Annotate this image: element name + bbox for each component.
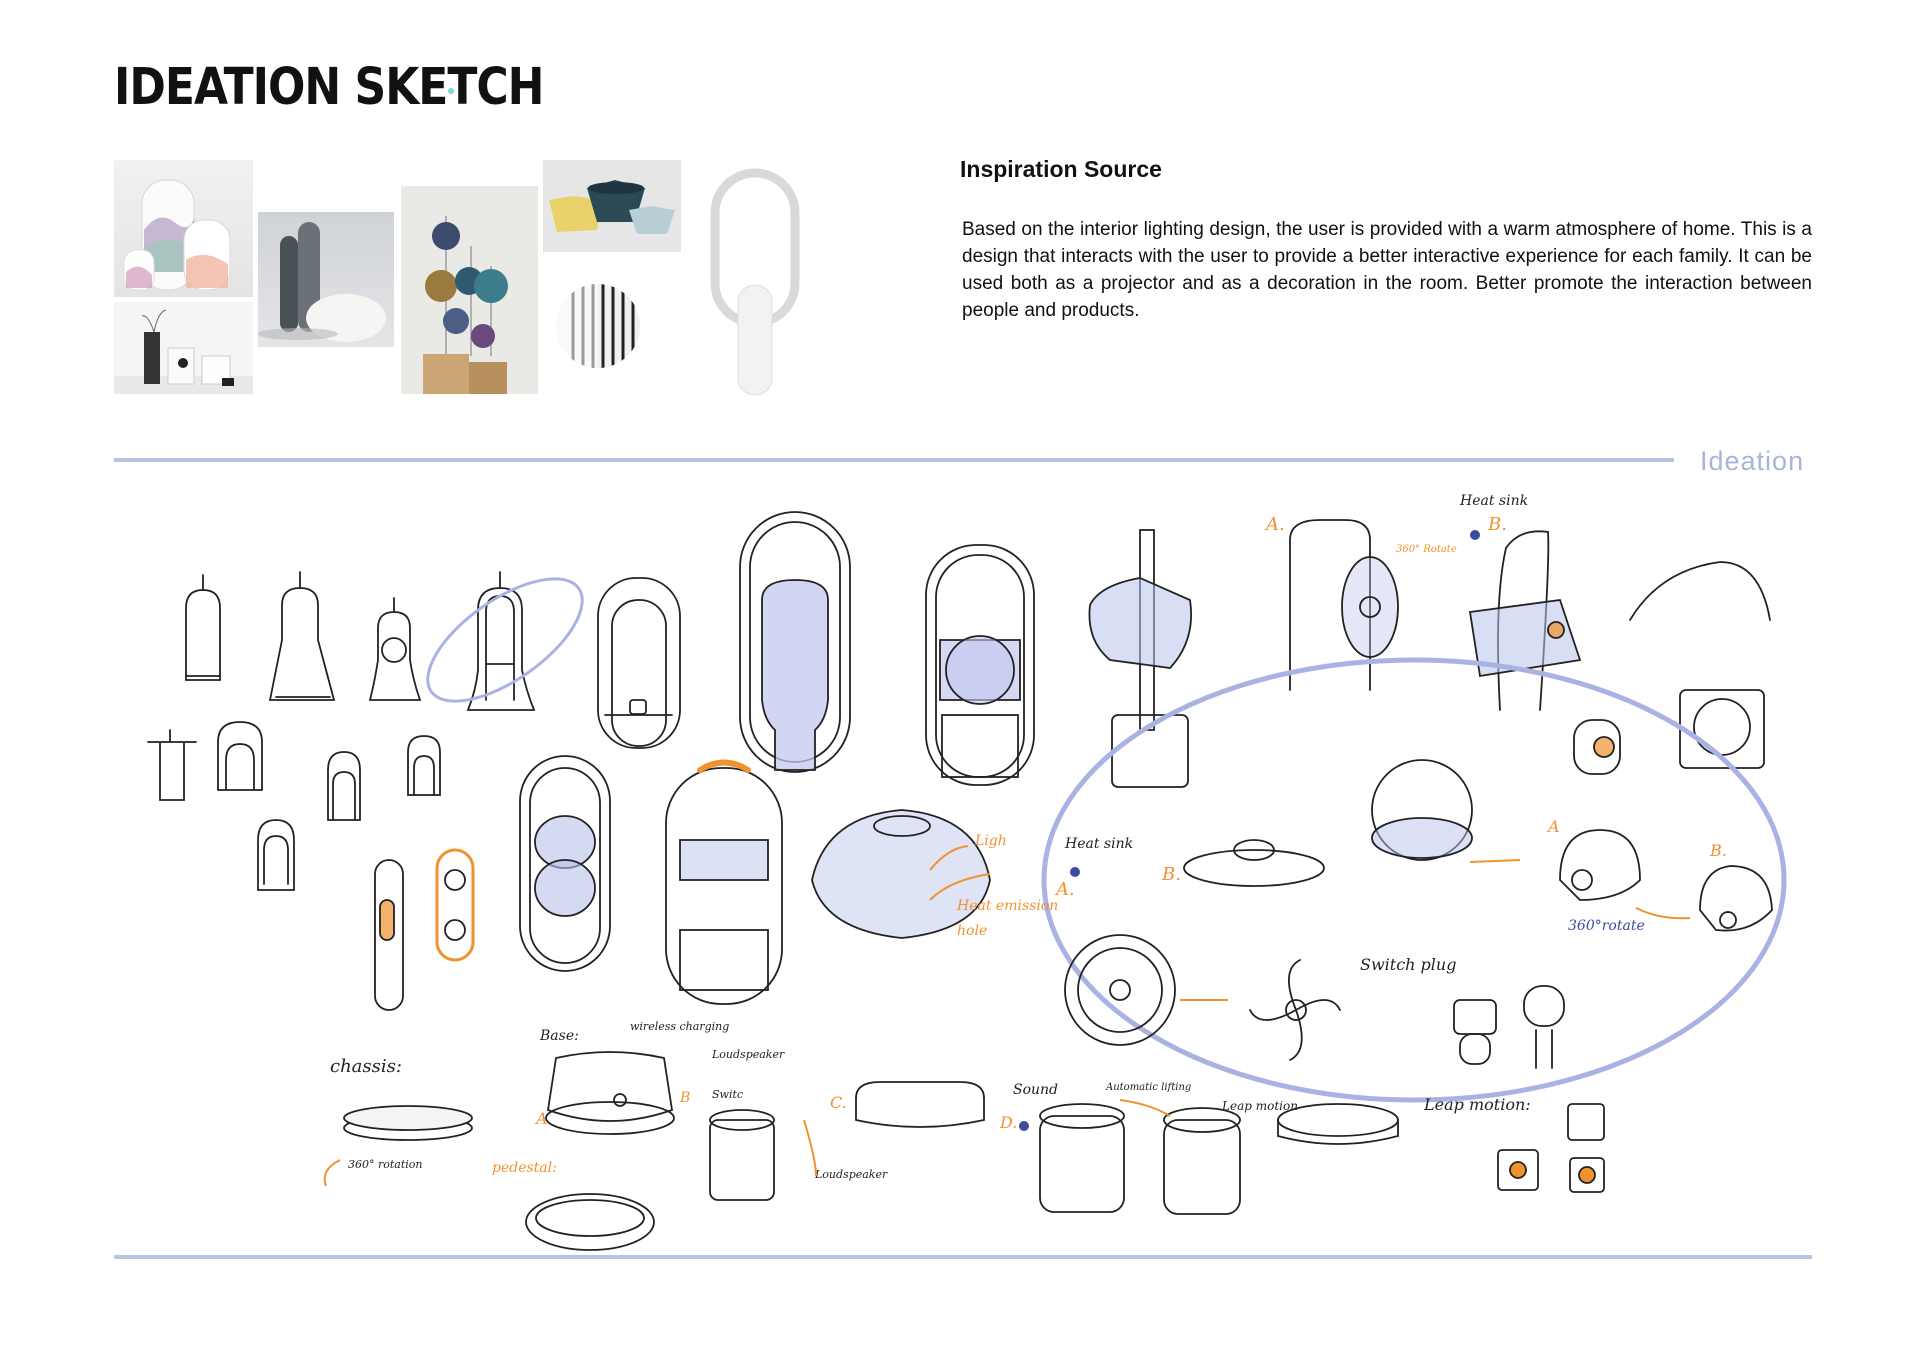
note-marker-b: B. <box>1487 514 1507 535</box>
sketch-arc <box>1629 561 1771 621</box>
sketch-camera-a <box>1559 829 1641 901</box>
section-divider-bottom <box>114 1255 1812 1259</box>
note-switch-small: Switc <box>712 1088 743 1101</box>
sketch-lantern-1 <box>597 577 681 749</box>
sketch-speaker-2 <box>1163 1107 1241 1215</box>
title-accent-dot <box>448 88 454 94</box>
photo-ceramic-vases <box>114 160 253 297</box>
note-light: Ligh <box>974 833 1007 849</box>
note-pedestal: pedestal: <box>492 1160 557 1176</box>
photo-desk-still-life <box>114 302 253 394</box>
sketch-lantern-2 <box>739 511 851 773</box>
sketch-heat-sink-disc <box>1183 839 1325 887</box>
section-divider-top <box>114 458 1674 462</box>
note-loudspeaker-1: Loudspeaker <box>711 1048 785 1061</box>
sketch-thumbnail-7 <box>327 751 361 821</box>
note-marker-a2: A. <box>1054 879 1075 900</box>
note-base: Base: <box>539 1028 579 1044</box>
note-rotate-360: 360°rotate <box>1568 918 1645 934</box>
sketch-lantern-5 <box>665 759 783 1005</box>
sketch-plug-2 <box>1523 985 1565 1069</box>
sketch-side-bar-1 <box>374 859 404 1011</box>
note-marker-b2: B. <box>1161 864 1181 885</box>
note-marker-a: A. <box>1264 514 1285 535</box>
sketch-sphere-lens <box>1371 759 1473 861</box>
photo-disc-sculpture <box>401 186 538 394</box>
note-marker-b4: B <box>679 1090 690 1106</box>
sketch-pedestal <box>525 1193 655 1251</box>
sketch-projector-stand <box>1088 529 1192 788</box>
sketch-plug-1 <box>1453 999 1497 1065</box>
sketch-lantern-4 <box>519 755 611 972</box>
note-loudspeaker-2: Loudspeaker <box>814 1168 888 1181</box>
note-sound: Sound <box>1013 1082 1058 1098</box>
note-marker-d: D. <box>999 1113 1017 1132</box>
note-marker-c: C. <box>830 1093 847 1112</box>
photo-striped-circle <box>553 277 643 375</box>
sketch-thumbnail-5 <box>147 729 197 801</box>
note-heat-sink-mid: Heat sink <box>1064 836 1133 852</box>
sketch-fan-housing <box>1064 934 1176 1046</box>
sketch-knob <box>1573 719 1621 775</box>
note-rotate-small: 360° Rotate <box>1396 544 1457 555</box>
note-wireless: wireless charging <box>630 1020 729 1033</box>
sketch-heat-dome <box>811 809 991 939</box>
sketch-side-bar-2 <box>435 848 475 962</box>
sketch-fan-blade <box>1249 959 1341 1061</box>
sketch-chassis <box>343 1105 473 1141</box>
note-switch-plug: Switch plug <box>1360 955 1456 974</box>
photo-marble-lamp <box>700 165 810 400</box>
sketch-leap-disc <box>1277 1103 1399 1145</box>
section-label-ideation: Ideation <box>1700 446 1805 476</box>
note-marker-b3: B. <box>1709 841 1727 860</box>
note-auto-lifting: Automatic lifting <box>1105 1082 1191 1093</box>
note-leap-motion-2: Leap motion: <box>1423 1095 1531 1114</box>
note-leap-motion-1: Leap motion <box>1221 1099 1298 1113</box>
sketch-lantern-3 <box>925 544 1035 786</box>
sketch-thumbnail-3 <box>368 597 422 701</box>
sketch-thumbnail-1 <box>185 574 221 681</box>
sketch-cylinder-small <box>709 1109 775 1201</box>
inspiration-heading: Inspiration Source <box>960 156 1162 182</box>
page-title: IDEATION SKETCH <box>114 58 544 117</box>
photo-colored-bowls <box>543 160 681 252</box>
sketch-thumbnail-9 <box>257 819 295 891</box>
note-chassis: chassis: <box>330 1056 402 1077</box>
note-rotation: 360° rotation <box>348 1158 423 1171</box>
sketch-base <box>545 1051 675 1135</box>
note-marker-a3: A <box>1546 817 1560 836</box>
note-hole: hole <box>957 923 987 939</box>
note-marker-a4: A <box>534 1109 548 1128</box>
sketch-leap-parts <box>1497 1103 1605 1193</box>
sketch-projector-a <box>1289 519 1399 691</box>
sketch-thumbnail-6 <box>217 721 263 791</box>
sketch-camera-b <box>1699 865 1773 932</box>
note-heat-sink-top: Heat sink <box>1459 493 1528 509</box>
sketch-thumbnail-2 <box>268 571 336 701</box>
sketch-tray <box>855 1081 985 1128</box>
note-heat-emission: Heat emission <box>956 898 1058 914</box>
photo-grey-forms <box>258 212 394 347</box>
sketch-projector-b <box>1468 530 1582 711</box>
sketch-thumbnail-8 <box>407 735 441 796</box>
inspiration-body: Based on the interior lighting design, t… <box>962 219 1812 321</box>
sketch-speaker-1 <box>1039 1103 1125 1213</box>
